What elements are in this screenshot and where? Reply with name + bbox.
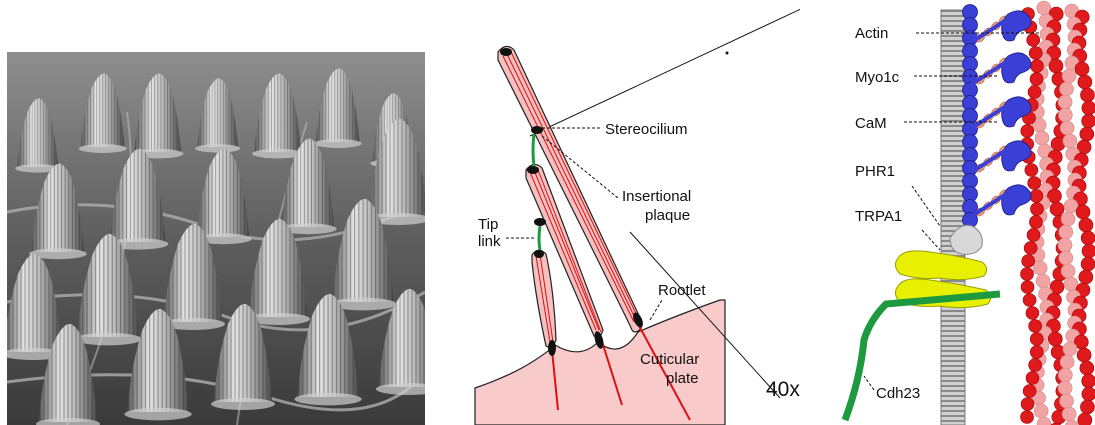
actin-subunit [1060,121,1074,135]
actin-subunit [1063,342,1077,356]
actin-subunit [1022,255,1035,268]
actin-subunit [1023,385,1036,398]
actin-subunit [1079,270,1093,284]
actin-subunit [1081,231,1095,245]
actin-subunit [1025,164,1038,177]
tip-link-lower [539,226,540,250]
actin-subunit [1059,225,1073,239]
actin-subunit [1027,34,1040,47]
actin-subunit [1050,202,1064,216]
actin-subunit [1028,177,1041,190]
actin-subunit [1077,348,1091,362]
actin-subunit [1080,88,1094,102]
actin-subunit [1062,69,1076,83]
actin-subunit [1058,368,1072,382]
actin-subunit [1079,218,1093,232]
actin-subunit [1030,333,1043,346]
actin-subunit [1080,127,1094,141]
actin-subunit [1037,417,1051,425]
label-cuticular-plate-line2: plate [666,370,699,387]
actin-subunit [1030,73,1043,86]
actin-subunit [1061,212,1075,226]
stereocilia-bundle-diagram: Stereocilium Insertional plaque Tip link… [470,0,800,425]
label-magnification: 40x [766,378,800,401]
label-tip-link-line2: link [478,233,501,250]
molecular-detail-diagram: Actin Myo1c CaM PHR1 TRPA1 Cdh23 [800,0,1095,425]
actin-subunit [1029,359,1042,372]
actin-subunit [1037,1,1051,15]
label-insertional-plaque-line2: plaque [645,207,690,224]
actin-subunit [1062,407,1076,421]
actin-subunit [1080,400,1094,414]
actin-filaments [1021,1,1095,425]
actin-subunit [1030,190,1043,203]
actin-subunit [1030,203,1043,216]
actin-subunit [1023,294,1036,307]
actin-subunit [1034,404,1048,418]
actin-subunit [1078,75,1092,89]
actin-subunit [1048,332,1062,346]
sem-micrograph [7,52,425,425]
actin-subunit [1026,307,1039,320]
actin-subunit [1080,361,1094,375]
actin-subunit [1058,108,1072,122]
actin-subunit [1058,381,1072,395]
tip-link-upper [533,134,534,166]
label-cuticular-plate-line1: Cuticular [640,351,699,368]
actin-subunit [1021,411,1034,424]
label-actin: Actin [855,25,888,42]
label-phr1: PHR1 [855,163,895,180]
actin-subunit [1078,413,1092,425]
actin-subunit [1082,387,1095,401]
actin-subunit [1082,244,1095,258]
actin-subunit [1029,47,1042,60]
actin-subunit [1033,261,1047,275]
actin-subunit [1024,242,1037,255]
myo1c-motor-head [1002,11,1032,41]
actin-subunit [1058,238,1072,252]
actin-subunit [1060,82,1074,96]
zoom-line-upper [530,0,800,136]
actin-subunit [1082,101,1095,115]
actin-subunit [1021,398,1034,411]
myo1c-motor-head [1002,185,1032,215]
actin-subunit [1028,86,1041,99]
label-cdh23: Cdh23 [876,385,920,402]
actin-subunit [1076,205,1090,219]
myo1c-motor-head [1002,53,1032,83]
actin-subunit [1075,62,1089,76]
actin-subunit [1029,216,1042,229]
actin-subunit [1030,346,1043,359]
actin-subunit [1058,95,1072,109]
label-rootlet: Rootlet [658,282,706,299]
actin-subunit [1035,131,1049,145]
actin-subunit [1060,394,1074,408]
actin-subunit [1021,125,1034,138]
actin-subunit [1027,229,1040,242]
label-insertional-plaque-line1: Insertional [622,188,691,205]
actin-subunit [1082,114,1095,128]
actin-subunit [1021,268,1034,281]
actin-subunit [1082,374,1095,388]
actin-subunit [1049,59,1063,73]
actin-subunit [1060,355,1074,369]
label-tip-link-line1: Tip [478,216,498,233]
actin-subunit [1059,251,1073,265]
actin-subunit [1036,274,1050,288]
actin-subunit [1026,372,1039,385]
label-stereocilium: Stereocilium [605,121,688,138]
myo1c-cam-chain [963,5,1032,228]
actin-subunit [1030,60,1043,73]
actin-subunit [1063,134,1077,148]
cdh23-cadherin [845,294,1000,420]
actin-subunit [1029,320,1042,333]
actin-subunit [1081,257,1095,271]
label-trpa1: TRPA1 [855,208,902,225]
actin-subunit [1061,264,1075,278]
actin-subunit [1021,281,1034,294]
label-myo1c: Myo1c [855,69,900,86]
cell-membrane [941,10,965,425]
label-cam: CaM [855,115,887,132]
